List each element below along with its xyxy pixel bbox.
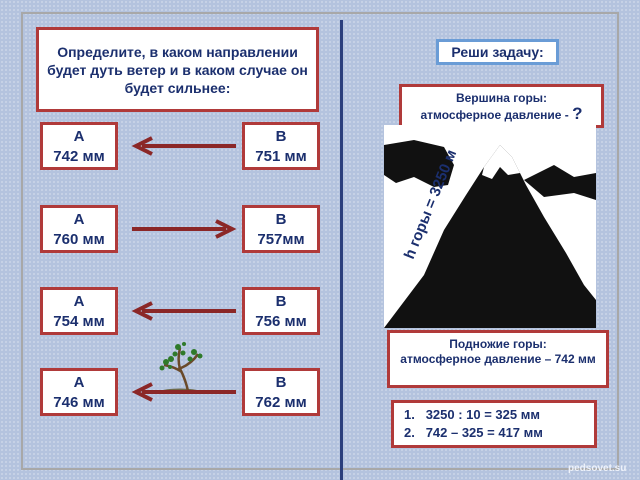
pair-3-b-value: 756 мм bbox=[255, 313, 307, 330]
pair-1-a-box: А 742 мм bbox=[40, 122, 118, 170]
arrow-right-icon bbox=[132, 219, 237, 239]
foot-line2: атмосферное давление – 742 мм bbox=[400, 352, 596, 366]
pair-2-b-box: В 757мм bbox=[242, 205, 320, 253]
pair-2-a-value: 760 мм bbox=[53, 231, 105, 248]
pair-1-a-label: А bbox=[73, 128, 85, 145]
question-text: Определите, в каком направлении будет ду… bbox=[47, 43, 308, 96]
pair-2-a-box: А 760 мм bbox=[40, 205, 118, 253]
solution-step-1: 1. 3250 : 10 = 325 мм bbox=[404, 406, 594, 424]
pair-1-a-value: 742 мм bbox=[53, 148, 105, 165]
slide-frame bbox=[21, 12, 619, 470]
task-title: Реши задачу: bbox=[451, 44, 544, 60]
arrow-left-icon bbox=[131, 301, 236, 321]
pair-3-a-label: А bbox=[73, 293, 85, 310]
solution-step-2-number: 2. bbox=[404, 425, 415, 440]
pair-4-a-label: А bbox=[73, 374, 85, 391]
pair-3-b-label: В bbox=[275, 293, 287, 310]
task-title-box: Реши задачу: bbox=[436, 39, 559, 65]
mountain-illustration bbox=[384, 125, 596, 328]
foot-box: Подножие горы: атмосферное давление – 74… bbox=[387, 330, 609, 388]
pair-2-b-value: 757мм bbox=[257, 231, 305, 248]
solution-step-2: 2. 742 – 325 = 417 мм bbox=[404, 424, 594, 442]
pair-4-b-value: 762 мм bbox=[255, 394, 307, 411]
question-box: Определите, в каком направлении будет ду… bbox=[36, 27, 319, 112]
vertical-divider bbox=[340, 20, 343, 480]
arrow-left-icon bbox=[131, 382, 236, 402]
pair-3-a-value: 754 мм bbox=[53, 313, 105, 330]
watermark: pedsovet.su bbox=[568, 463, 627, 474]
pair-1-b-box: В 751 мм bbox=[242, 122, 320, 170]
pair-4-a-box: А 746 мм bbox=[40, 368, 118, 416]
arrow-left-icon bbox=[131, 136, 236, 156]
solution-step-2-text: 742 – 325 = 417 мм bbox=[425, 425, 543, 440]
summit-box: Вершина горы: атмосферное давление - ? bbox=[399, 84, 604, 128]
pair-4-b-box: В 762 мм bbox=[242, 368, 320, 416]
solution-box: 1. 3250 : 10 = 325 мм 2. 742 – 325 = 417… bbox=[391, 400, 597, 448]
summit-line1: Вершина горы: bbox=[455, 91, 548, 105]
solution-step-1-number: 1. bbox=[404, 407, 415, 422]
solution-step-1-text: 3250 : 10 = 325 мм bbox=[425, 407, 540, 422]
pair-2-a-label: А bbox=[73, 211, 85, 228]
foot-line1: Подножие горы: bbox=[449, 337, 547, 351]
pair-1-b-label: В bbox=[275, 128, 287, 145]
pair-2-b-label: В bbox=[275, 211, 287, 228]
pair-4-a-value: 746 мм bbox=[53, 394, 105, 411]
pair-1-b-value: 751 мм bbox=[255, 148, 307, 165]
pair-3-a-box: А 754 мм bbox=[40, 287, 118, 335]
summit-line2: атмосферное давление - bbox=[420, 108, 569, 122]
summit-question-mark: ? bbox=[572, 104, 583, 123]
pair-4-b-label: В bbox=[275, 374, 287, 391]
pair-3-b-box: В 756 мм bbox=[242, 287, 320, 335]
